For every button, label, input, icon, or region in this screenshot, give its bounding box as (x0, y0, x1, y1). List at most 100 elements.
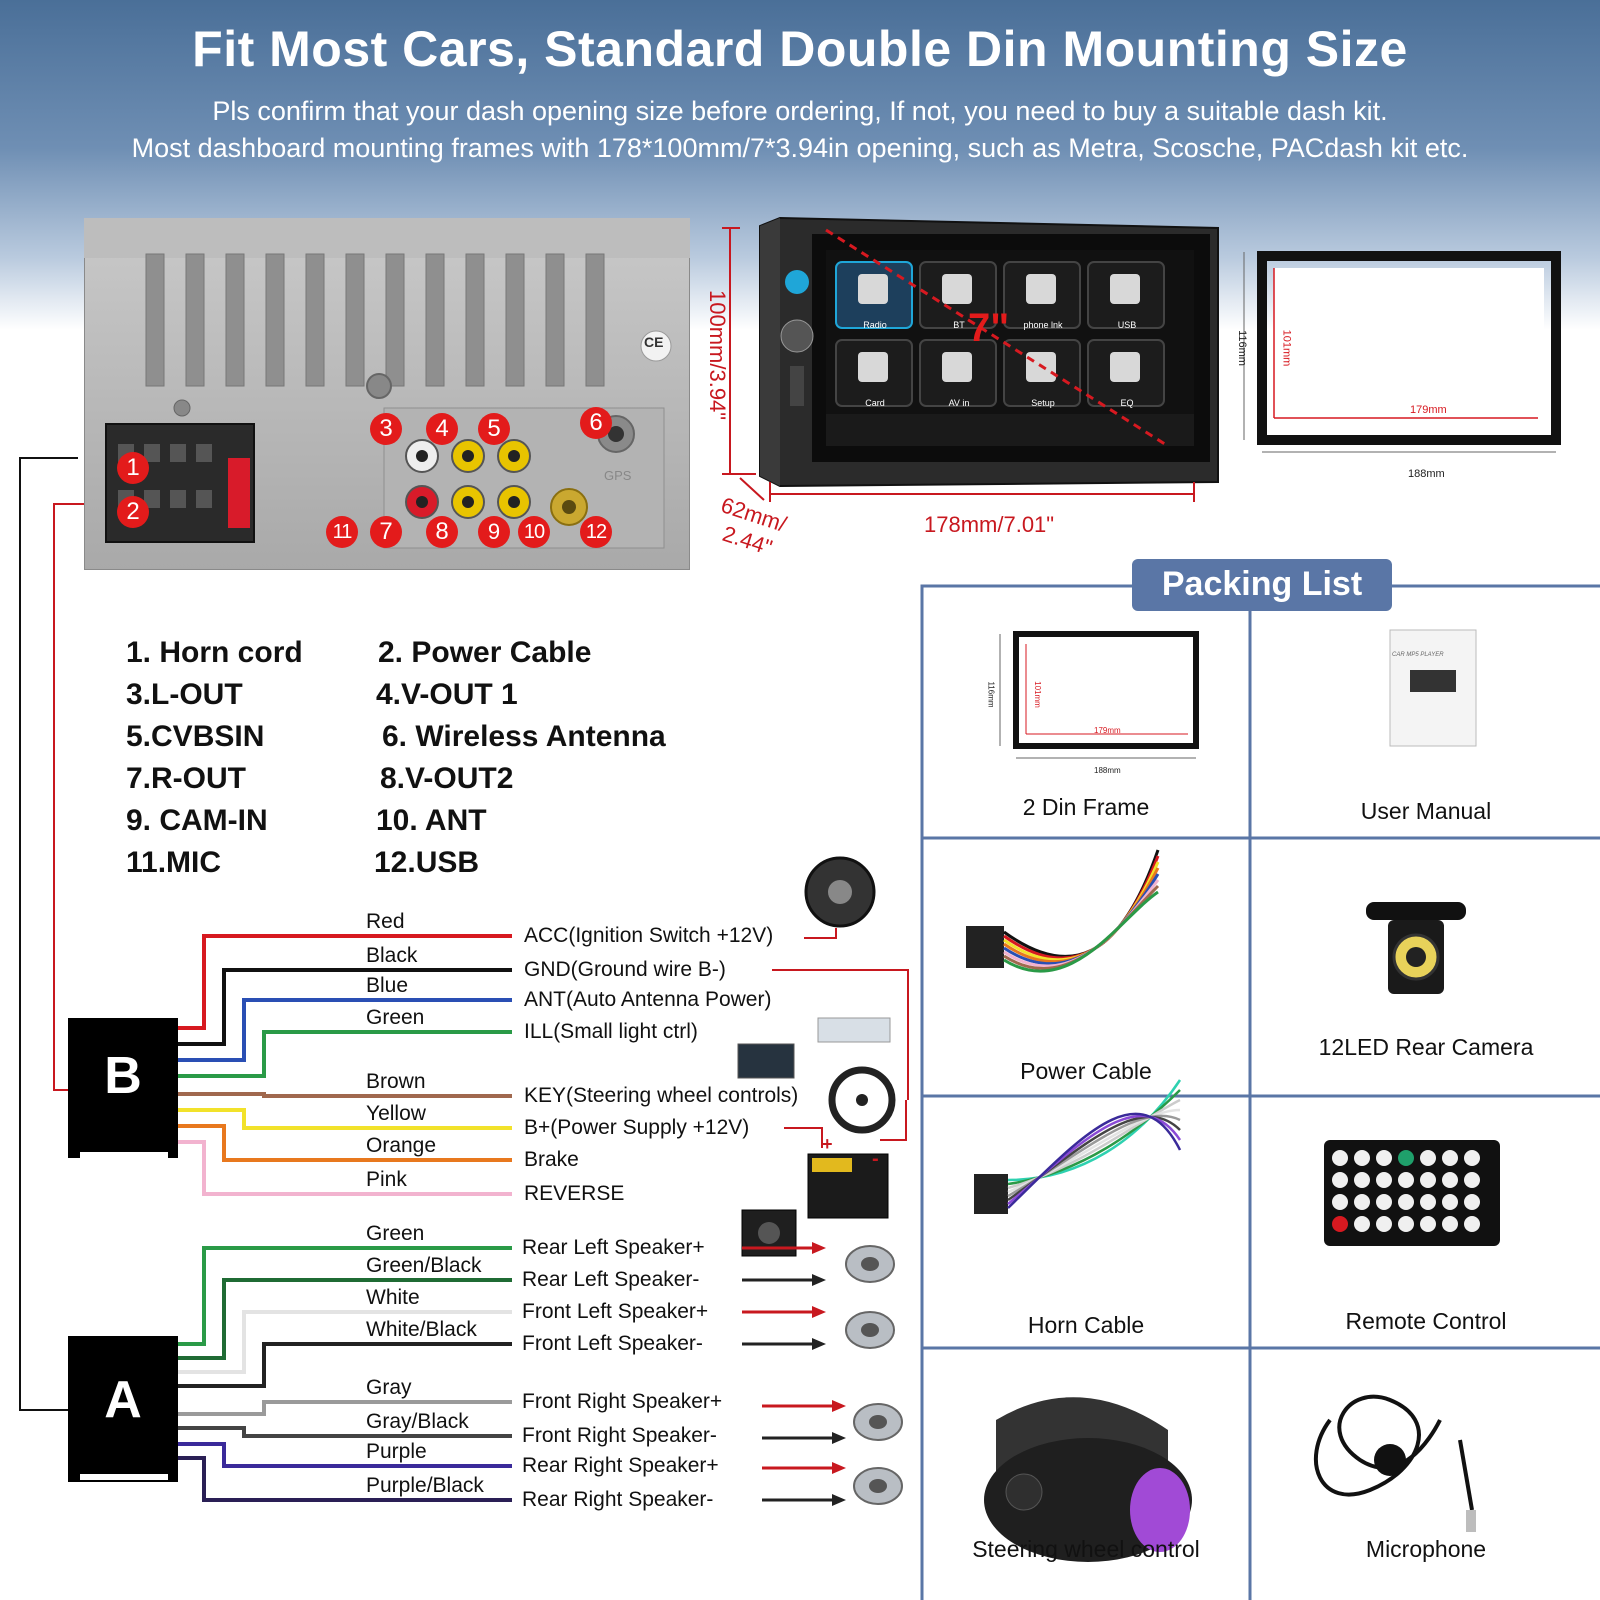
screen-app-usb: USB (1117, 320, 1137, 330)
badge-2: 2 (117, 496, 149, 528)
speaker-arrowhead (812, 1274, 826, 1286)
heatsink-fin (545, 253, 565, 387)
remote-key (1442, 1194, 1458, 1210)
packing-list-title: Packing List (1132, 559, 1392, 611)
wire-a-name: Gray/Black (366, 1410, 469, 1433)
wire-a-function: Front Left Speaker- (522, 1332, 703, 1355)
screen-app-icon (942, 352, 972, 382)
wire-b-name: Orange (366, 1134, 437, 1157)
remote-key (1464, 1150, 1480, 1166)
packing-item-power-cable: Power Cable (1020, 1058, 1152, 1084)
wire-b (178, 934, 512, 1030)
wire-a (178, 1278, 512, 1360)
connector-6: 6. Wireless Antenna (382, 720, 666, 753)
wire-b (178, 1124, 512, 1162)
connector-pin (144, 490, 160, 508)
connector-pin (170, 444, 186, 462)
horn-cable-wire (1007, 1112, 1182, 1209)
wire-a (178, 1426, 512, 1438)
frame-width-label: 188mm (1408, 468, 1445, 480)
remote-key (1354, 1194, 1370, 1210)
wire-b (178, 968, 512, 1046)
harness-b-label: B (104, 1047, 142, 1105)
wire-a-name: Gray (366, 1376, 412, 1399)
remote-key (1398, 1194, 1414, 1210)
wire-b-function: ILL(Small light ctrl) (524, 1020, 698, 1043)
speaker-arrowhead (832, 1494, 846, 1506)
wire-b-function: ANT(Auto Antenna Power) (524, 988, 772, 1011)
remote-key (1420, 1150, 1436, 1166)
wire-b-function: GND(Ground wire B-) (524, 958, 726, 981)
remote-key (1442, 1216, 1458, 1232)
connector-10: 10. ANT (376, 804, 487, 837)
wire-b-name: Yellow (366, 1102, 426, 1125)
wire-b-name: Green (366, 1006, 425, 1029)
rca-jack-center (416, 450, 428, 462)
pk-frame-width: 188mm (1094, 766, 1121, 775)
height-dimension: 100mm/3.94" (705, 290, 730, 421)
wire-a-function: Rear Right Speaker- (522, 1488, 714, 1511)
wire-a (178, 1442, 512, 1468)
power-cable-wire (1003, 890, 1159, 973)
wire-a-name: Green (366, 1222, 425, 1245)
speaker-arrowhead (832, 1400, 846, 1412)
pk-frame-inner-height: 101mm (1032, 681, 1042, 708)
wire-a (178, 1342, 512, 1388)
packing-item-2-din-frame: 2 Din Frame (1022, 794, 1150, 820)
remote-key (1354, 1172, 1370, 1188)
badge-12: 12 (580, 516, 612, 548)
badge-9: 9 (478, 516, 510, 548)
remote-key (1376, 1150, 1392, 1166)
pk-frame-inner-width: 179mm (1094, 726, 1121, 735)
rca-jack-center (416, 496, 428, 508)
speaker-cone (861, 1323, 879, 1337)
speaker-arrowhead (832, 1432, 846, 1444)
speaker-cone (869, 1479, 887, 1493)
connector-2: 2. Power Cable (378, 636, 592, 669)
wire-a-name: White (366, 1286, 420, 1309)
wire-a-function: Rear Left Speaker- (522, 1268, 700, 1291)
battery-plus: + (822, 1134, 833, 1154)
speaker-arrowhead (812, 1242, 826, 1254)
wire-a (178, 1310, 512, 1374)
harness-a-label: A (104, 1371, 142, 1429)
wire-b-function: KEY(Steering wheel controls) (524, 1084, 799, 1107)
wire-b (178, 1092, 512, 1098)
wire-a (178, 1400, 512, 1416)
screen-app-icon (1110, 352, 1140, 382)
remote-key (1420, 1172, 1436, 1188)
wire-a-name: White/Black (366, 1318, 477, 1341)
remote-key (1442, 1150, 1458, 1166)
wire-b-function: Brake (524, 1148, 579, 1171)
packing-item-horn-cable: Horn Cable (1027, 1312, 1145, 1338)
speaker-arrowhead (812, 1338, 826, 1350)
connector-8: 8.V-OUT2 (380, 762, 514, 795)
gps-mark: GPS (604, 468, 632, 483)
badge-3: 3 (370, 413, 402, 445)
connector-12: 12.USB (374, 846, 480, 879)
wire-b-name: Blue (366, 974, 409, 997)
screen-app-icon (1026, 274, 1056, 304)
speaker-arrowhead (812, 1306, 826, 1318)
frame-inner-width-label: 179mm (1410, 404, 1447, 416)
heatsink-fin (305, 253, 325, 387)
connector-5: 5.CVBSIN (126, 720, 265, 753)
badge-1: 1 (117, 452, 149, 484)
speaker-arrowhead (832, 1462, 846, 1474)
wire-a (178, 1246, 512, 1346)
badge-6: 6 (580, 407, 612, 439)
packing-item-user-manual: User Manual (1360, 798, 1492, 824)
speaker-cone (869, 1415, 887, 1429)
packing-item-remote-control: Remote Control (1345, 1308, 1507, 1334)
packing-item-microphone: Microphone (1365, 1536, 1487, 1562)
connector-pin (144, 444, 160, 462)
screen-size-label: 7" (968, 306, 1010, 350)
frame-height-label: 116mm (1235, 330, 1248, 366)
remote-key (1442, 1172, 1458, 1188)
wire-b-function: REVERSE (524, 1182, 625, 1205)
manual-cover-text: CAR MP5 PLAYER (1392, 652, 1444, 658)
wire-a-function: Rear Right Speaker+ (522, 1454, 719, 1477)
rca-jack-center (508, 450, 520, 462)
connector-4: 4.V-OUT 1 (376, 678, 518, 711)
wire-a-function: Front Right Speaker- (522, 1424, 717, 1447)
